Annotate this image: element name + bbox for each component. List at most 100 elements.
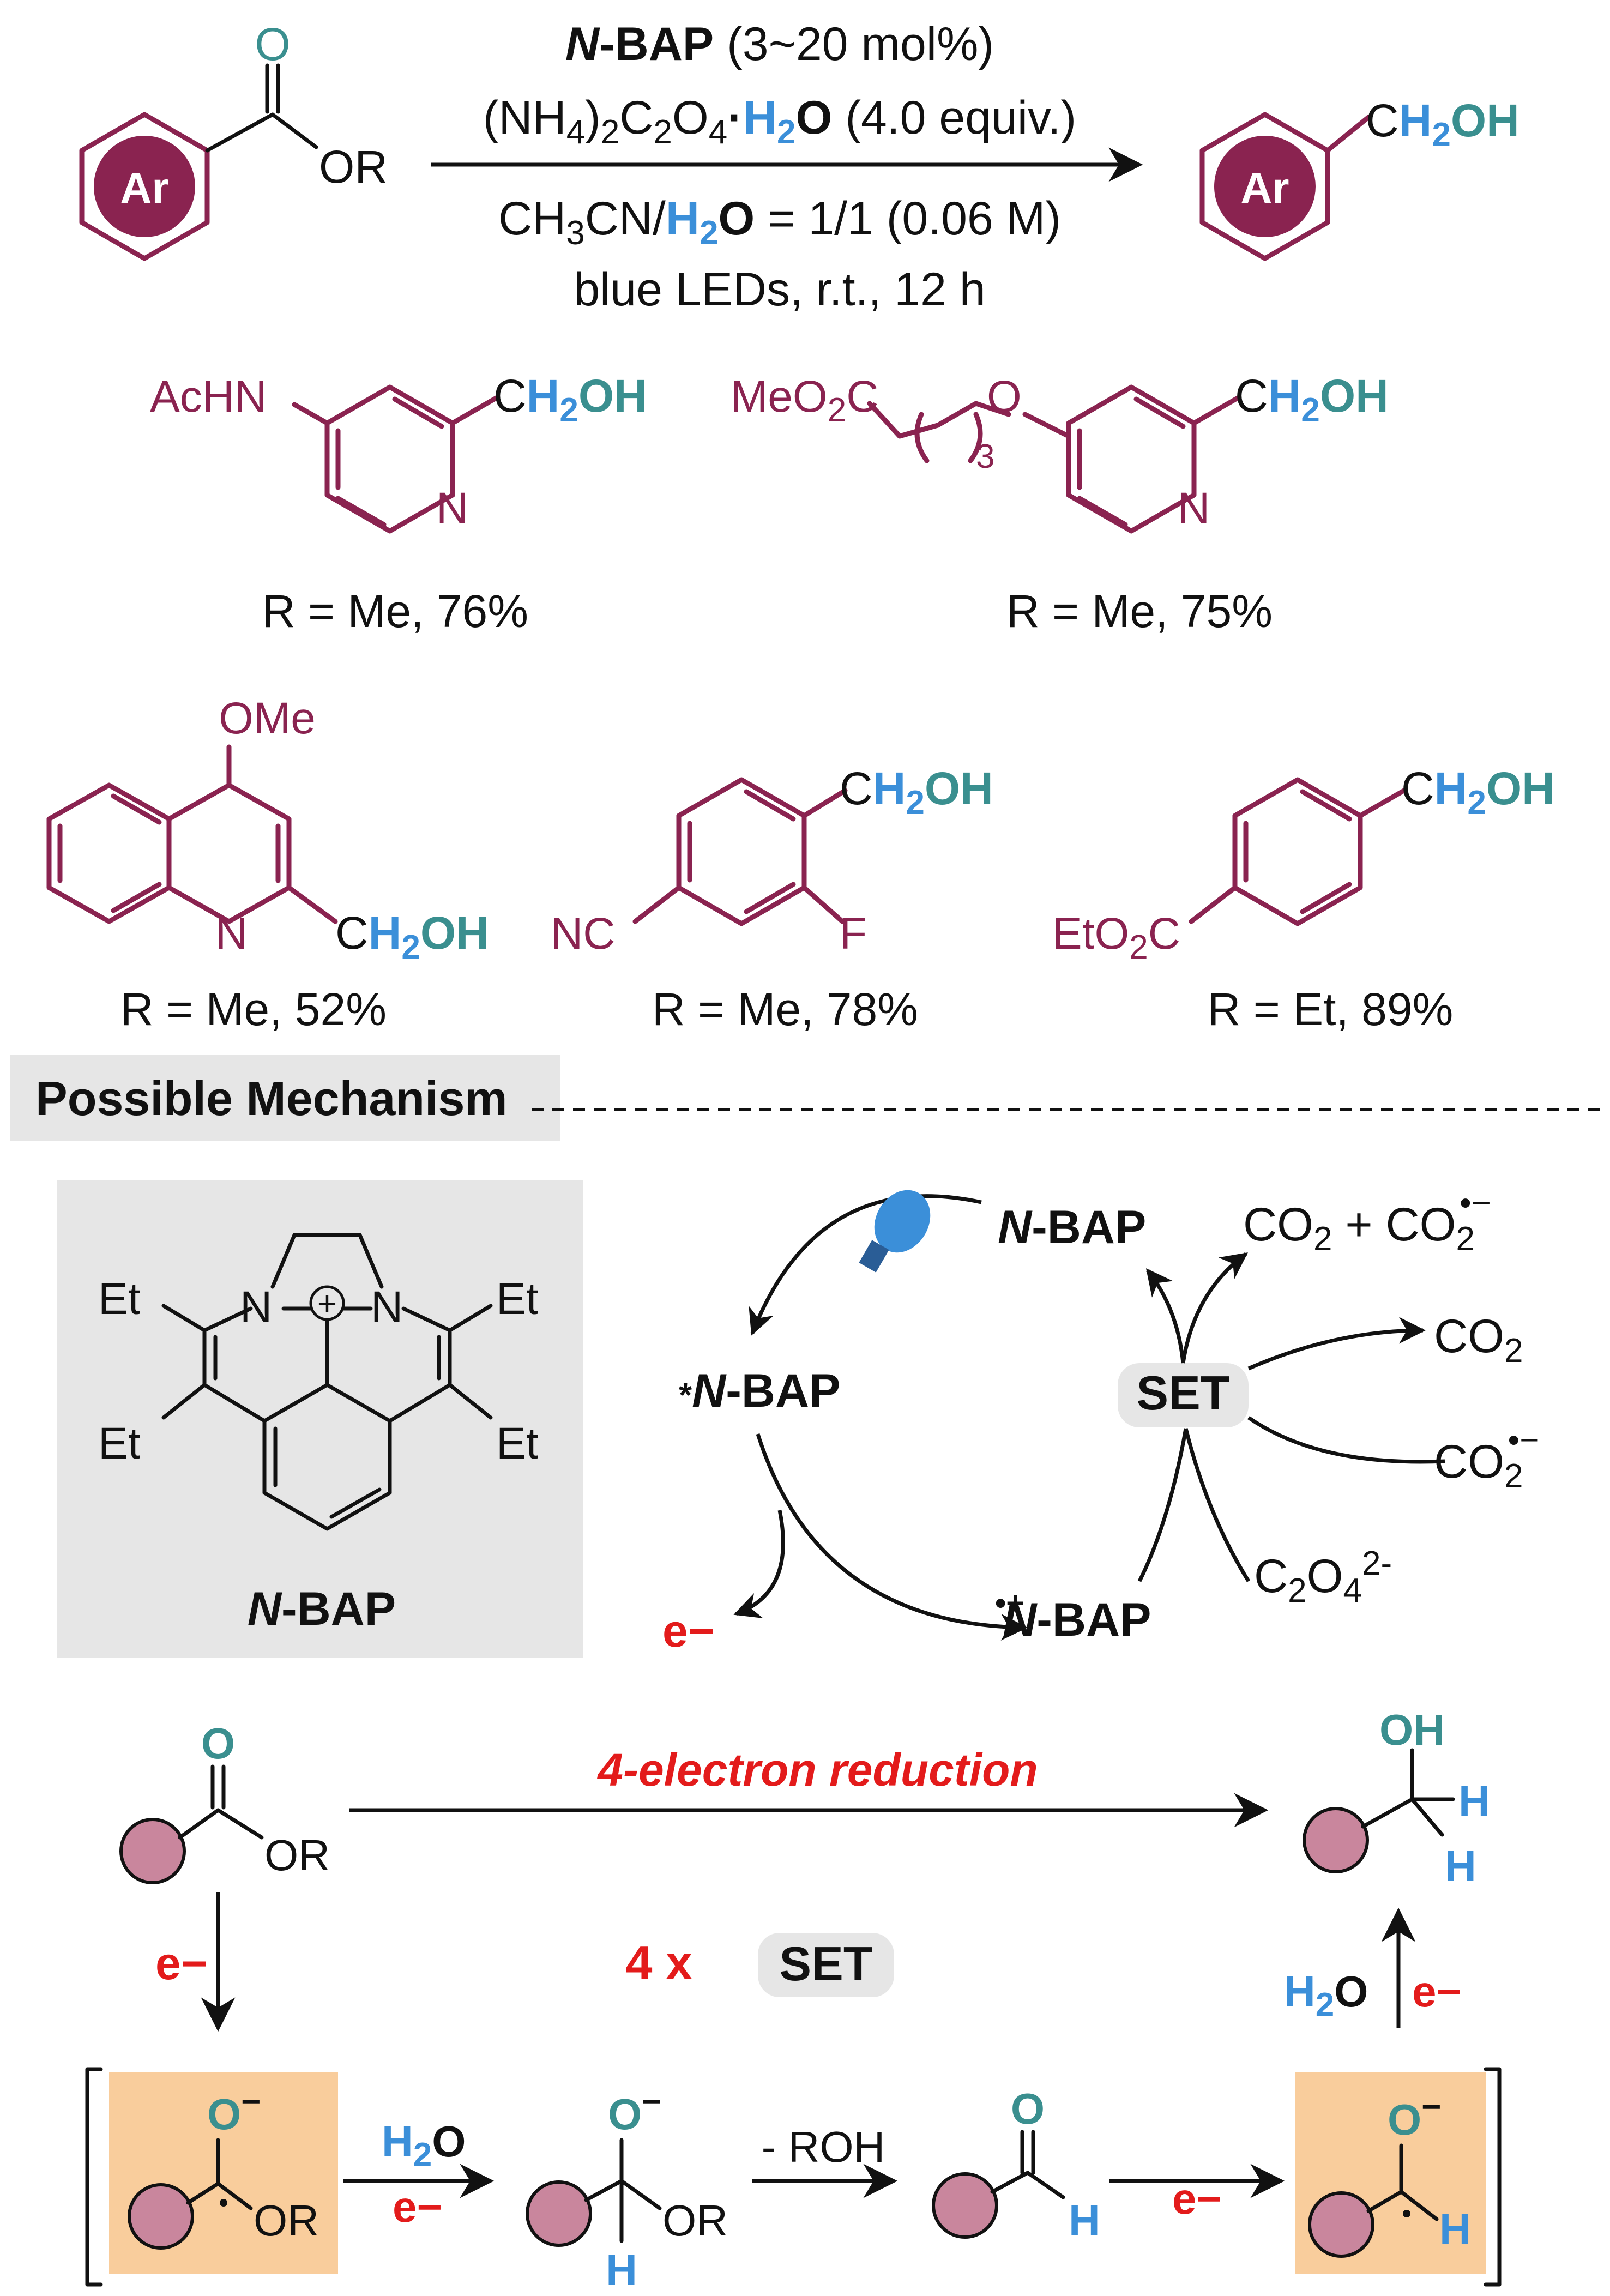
positive-charge-icon bbox=[309, 1285, 345, 1321]
radical-cation-catalyst: •+N-BAP bbox=[995, 1586, 1151, 1646]
start-carbonyl-o: O bbox=[201, 1719, 235, 1768]
reagent-line: (NH4)2C2O4·H2O (4.0 equiv.) bbox=[483, 92, 1076, 151]
et-top-right: Et bbox=[496, 1274, 539, 1324]
aldehyde-o: O bbox=[1011, 2084, 1045, 2133]
reduction-title: 4-electron reduction bbox=[596, 1744, 1038, 1795]
yield-2: R = Me, 75% bbox=[1006, 586, 1273, 637]
light-line: blue LEDs, r.t., 12 h bbox=[574, 263, 985, 316]
ch2oh-4: CH2OH bbox=[840, 763, 993, 822]
nitrile-label: NC bbox=[551, 909, 615, 959]
yield-3: R = Me, 52% bbox=[120, 984, 387, 1035]
mechanism-title: Possible Mechanism bbox=[35, 1071, 508, 1125]
ketyl-h: H bbox=[1439, 2204, 1471, 2253]
charge-sign: + bbox=[317, 1285, 337, 1323]
radical-anion-intermediate: O− OR bbox=[109, 2072, 338, 2274]
alcohol-final: OH H H bbox=[1303, 1706, 1490, 1890]
aldehyde-intermediate: O H bbox=[932, 2084, 1100, 2245]
product-ar-label: Ar bbox=[1241, 164, 1289, 212]
electron-release-arrow bbox=[733, 1510, 785, 1618]
set-badge-2 bbox=[758, 1933, 894, 1997]
ketyl-o-1: O− bbox=[207, 2083, 261, 2138]
final-h-2: H bbox=[1445, 1842, 1476, 1890]
set-badge-2-label: SET bbox=[779, 1937, 872, 1991]
ketyl-or: OR bbox=[254, 2196, 319, 2245]
second-electron: e− bbox=[393, 2183, 442, 2231]
substrate-scope: AcHN N CH2OH R = Me, 76% MeO2C 3 O N bbox=[46, 370, 1555, 1035]
ether-o: O bbox=[987, 372, 1022, 421]
ch2oh-1: CH2OH bbox=[493, 370, 647, 429]
achn-label: AcHN bbox=[150, 372, 267, 421]
pyridine-n-1: N bbox=[436, 484, 468, 533]
left-bracket bbox=[85, 2067, 103, 2287]
oxalate: C2O42- bbox=[1254, 1545, 1392, 1610]
eto2c-label: EtO2C bbox=[1052, 909, 1180, 966]
product-ch2oh: CH2OH bbox=[1366, 95, 1519, 154]
tetrahedral-or: OR bbox=[662, 2196, 728, 2245]
fluoro-label: F bbox=[840, 909, 867, 959]
linker-count: 3 bbox=[976, 438, 994, 475]
second-ketyl-intermediate: O− H bbox=[1295, 2072, 1486, 2274]
ar-ring-badge bbox=[94, 136, 195, 237]
protonation-water: H2O bbox=[382, 2117, 466, 2174]
solvent-line: CH3CN/H2O = 1/1 (0.06 M) bbox=[498, 192, 1061, 252]
elimination-label: - ROH bbox=[762, 2123, 885, 2171]
ground-state-catalyst: N-BAP bbox=[998, 1201, 1146, 1254]
final-water: H2O bbox=[1284, 1967, 1368, 2024]
carbonyl-o: O bbox=[255, 19, 290, 70]
et-top-left: Et bbox=[98, 1274, 141, 1324]
ch2oh-5: CH2OH bbox=[1401, 763, 1555, 822]
header-box bbox=[10, 1055, 560, 1141]
right-bracket bbox=[1484, 2067, 1502, 2287]
product-alcohol: Ar CH2OH bbox=[1199, 95, 1519, 261]
set-count: 4 x bbox=[626, 1936, 692, 1990]
scope-item-2: MeO2C 3 O N CH2OH R = Me, 75% bbox=[731, 370, 1389, 637]
scope-item-4: CH2OH F NC R = Me, 78% bbox=[551, 763, 993, 1035]
n-left: N bbox=[240, 1282, 272, 1332]
co2-arrow bbox=[1247, 1317, 1426, 1371]
oxidative-quench-arrow bbox=[756, 1433, 1028, 1641]
yield-1: R = Me, 76% bbox=[262, 586, 528, 637]
catalyst-structure-box: N N + Et Et Et Et N-BAP bbox=[57, 1180, 583, 1658]
ch2oh-3: CH2OH bbox=[335, 907, 489, 966]
et-bottom-left: Et bbox=[98, 1419, 141, 1468]
meo2c-label: MeO2C bbox=[731, 372, 878, 429]
catalyst-name: N-BAP bbox=[248, 1583, 396, 1635]
photocatalytic-cycle: N-BAP *N-BAP e− •+N-BAP SET CO2 + CO2•− … bbox=[662, 1184, 1539, 1656]
et-bottom-right: Et bbox=[496, 1419, 539, 1468]
third-electron: e− bbox=[1172, 2174, 1222, 2223]
main-reaction: Ar O OR N-BAP (3~20 mol%) (NH4)2C2O4·H2O… bbox=[79, 18, 1519, 316]
ester-or: OR bbox=[319, 141, 388, 192]
ch2oh-2: CH2OH bbox=[1235, 370, 1389, 429]
scope-item-1: AcHN N CH2OH R = Me, 76% bbox=[150, 370, 647, 637]
substrate-ester: Ar O OR bbox=[79, 19, 388, 261]
co2-release-arrow bbox=[1181, 1252, 1248, 1364]
excited-catalyst: *N-BAP bbox=[679, 1365, 840, 1417]
radical-cation-arrow bbox=[1137, 1428, 1188, 1582]
oxalate-arrow bbox=[1184, 1428, 1250, 1582]
quinoline-n: N bbox=[215, 909, 248, 959]
co2-radical-arrow bbox=[1247, 1416, 1445, 1464]
excitation-arrow bbox=[749, 1194, 982, 1336]
scope-item-3: OMe N CH2OH R = Me, 52% bbox=[46, 694, 489, 1035]
alkoxide-o: O− bbox=[608, 2083, 661, 2138]
co2-product: CO2 bbox=[1434, 1310, 1523, 1370]
yield-5: R = Et, 89% bbox=[1208, 984, 1454, 1035]
cycle-electron: e− bbox=[662, 1605, 715, 1656]
final-h-1: H bbox=[1458, 1776, 1490, 1825]
yield-4: R = Me, 78% bbox=[652, 984, 918, 1035]
lightbulb-icon bbox=[859, 1190, 931, 1273]
final-electron: e− bbox=[1412, 1967, 1462, 2016]
first-electron: e− bbox=[155, 1938, 208, 1989]
scope-item-5: CH2OH EtO2C R = Et, 89% bbox=[1052, 763, 1555, 1035]
set-badge-label: SET bbox=[1136, 1366, 1229, 1420]
ar-label: Ar bbox=[120, 164, 169, 212]
reaction-conditions: N-BAP (3~20 mol%) (NH4)2C2O4·H2O (4.0 eq… bbox=[431, 18, 1143, 316]
co2-radical: CO2•− bbox=[1434, 1421, 1539, 1495]
n-right: N bbox=[371, 1282, 403, 1332]
co2-pair: CO2 + CO2•− bbox=[1243, 1184, 1491, 1258]
four-electron-reduction: O OR 4-electron reduction OH H H e− 4 x … bbox=[85, 1706, 1502, 2294]
ester-start: O OR bbox=[119, 1719, 330, 1884]
regeneration-arrow bbox=[1145, 1268, 1185, 1364]
tetrahedral-intermediate: O− OR H bbox=[526, 2083, 728, 2294]
